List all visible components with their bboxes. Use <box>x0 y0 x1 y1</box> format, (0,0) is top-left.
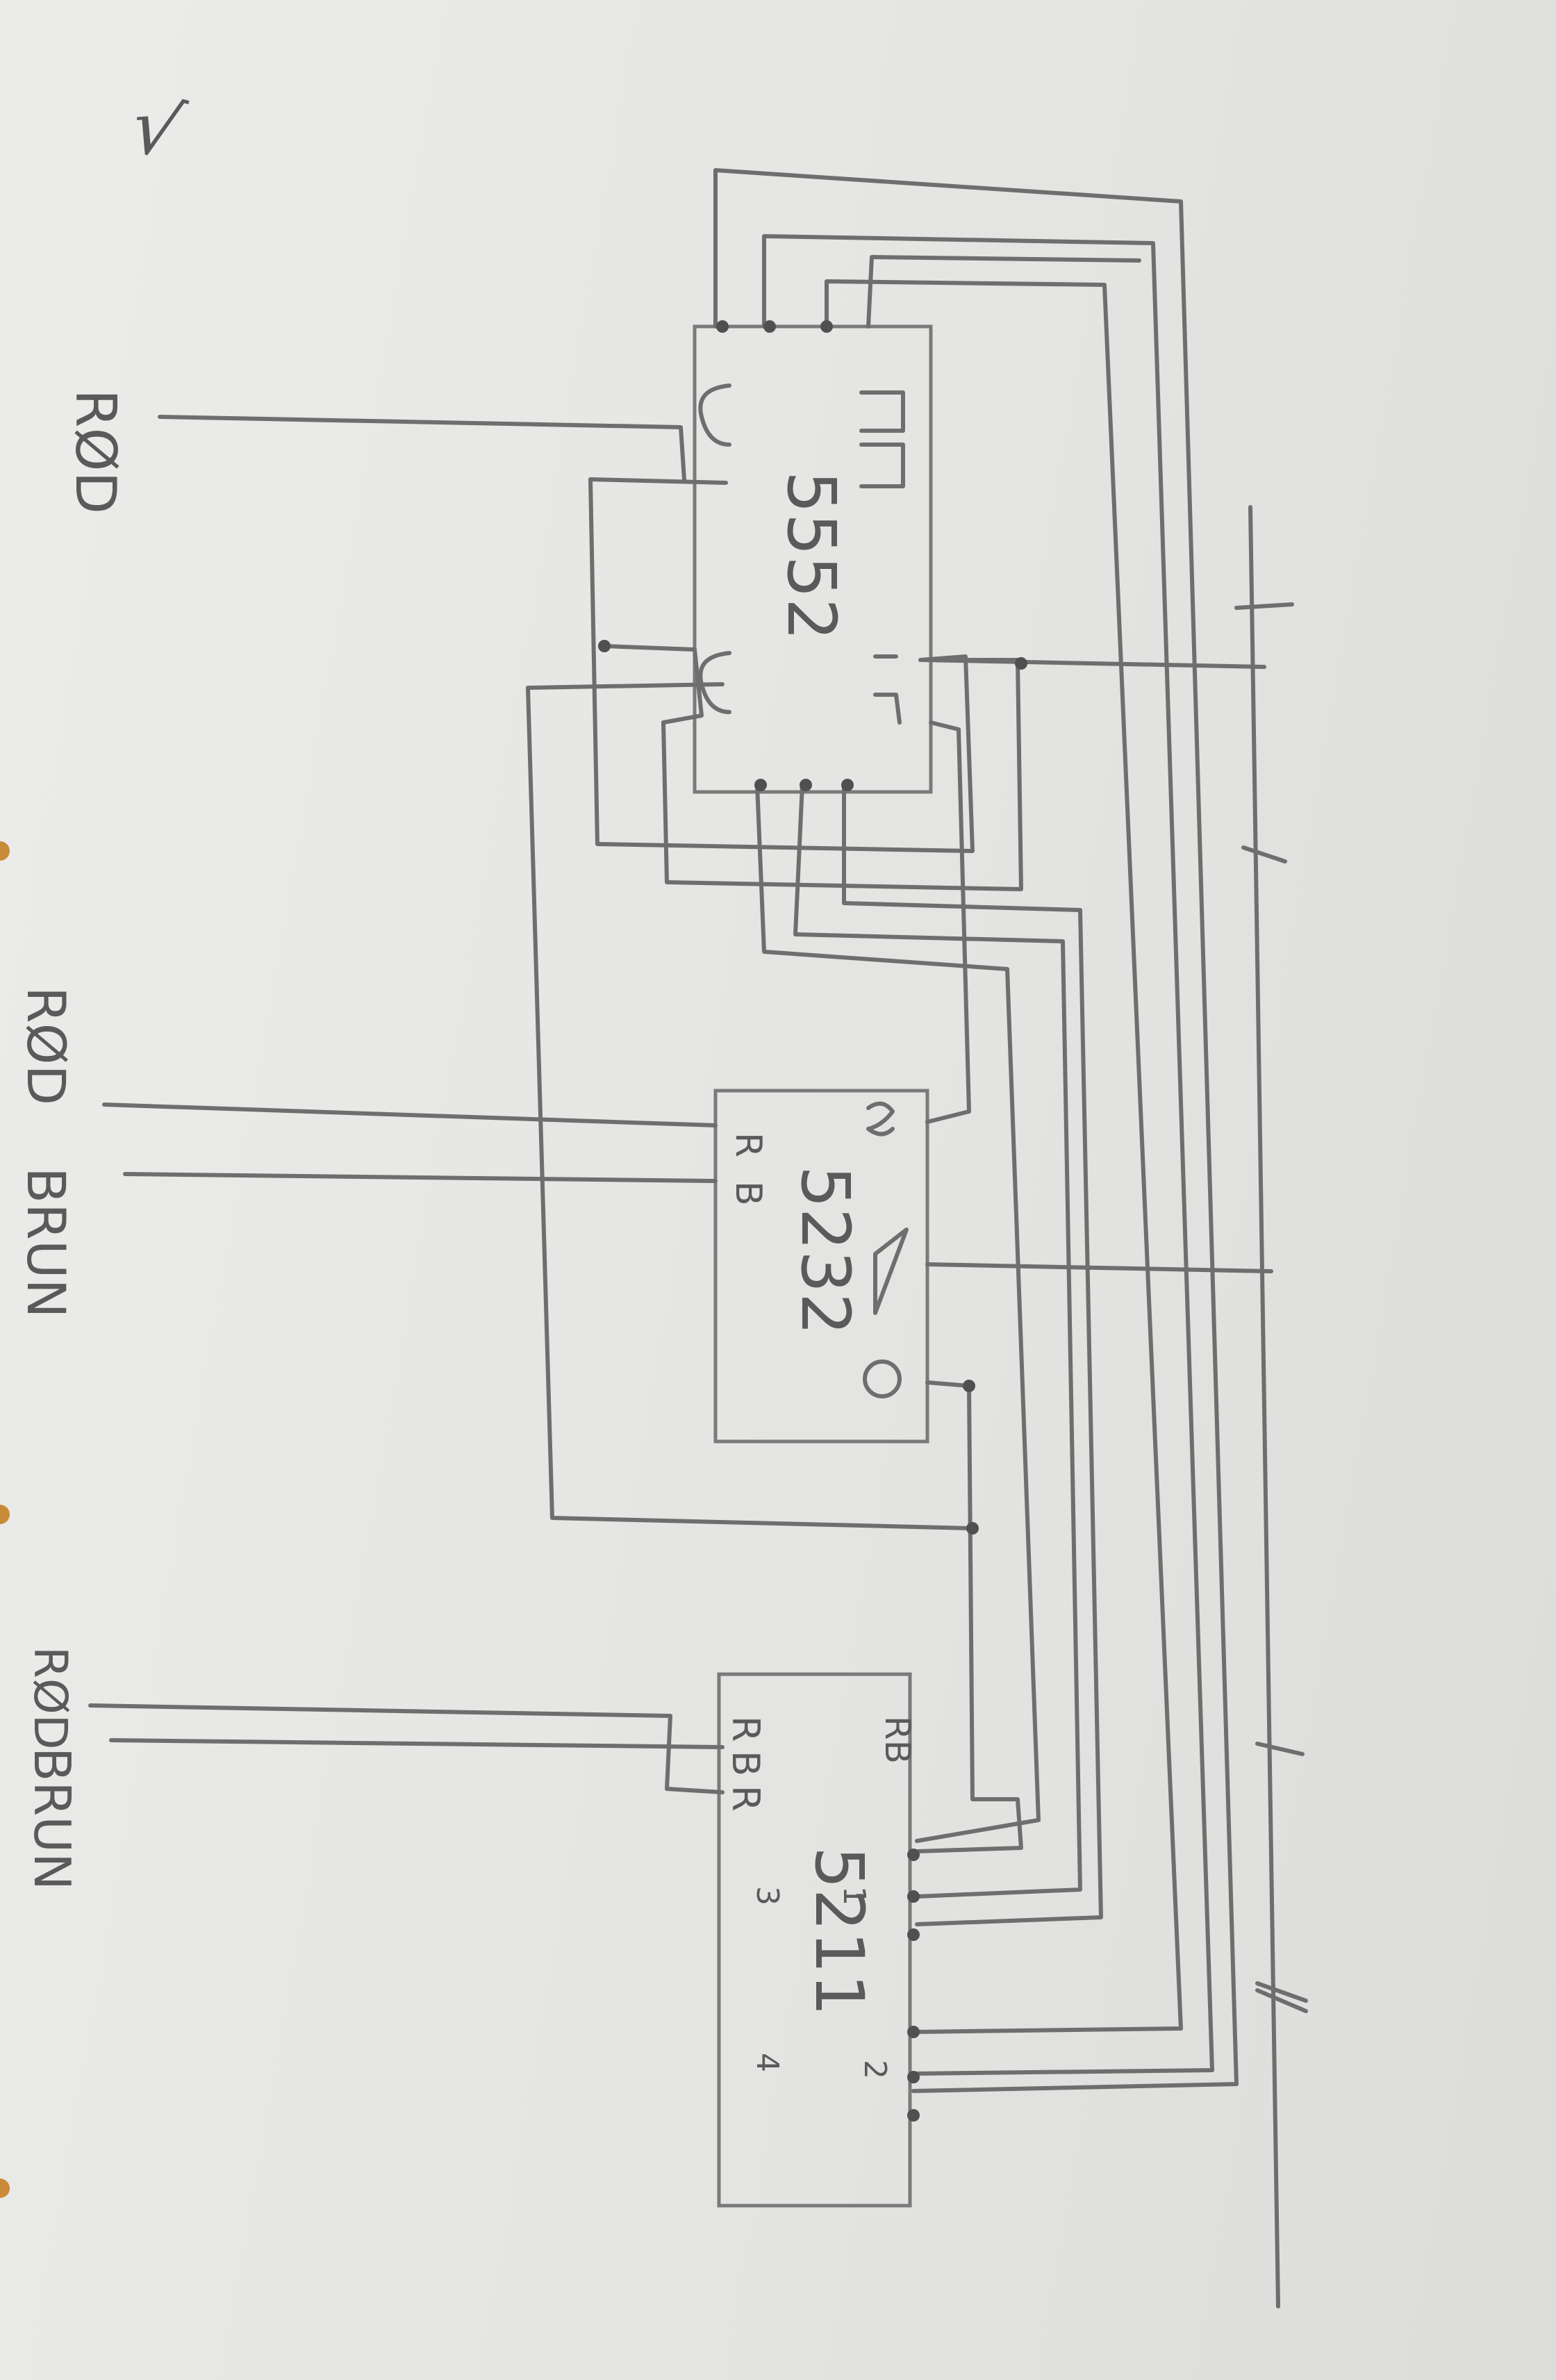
component-5211-box <box>717 1672 912 2208</box>
wire-rod-5232 <box>102 1102 718 1127</box>
junction-5211-1 <box>907 1849 920 1861</box>
component-5211-pin-r2: R <box>724 1785 768 1812</box>
wire-left-loop-5232 <box>526 682 975 1530</box>
wire-loop-3 <box>825 279 1183 2034</box>
component-5232-pin-r: R <box>727 1132 769 1157</box>
component-5232-pin-b: B <box>727 1181 769 1206</box>
junction-5211-3 <box>907 1928 920 1941</box>
component-5211-number-2: 2 <box>857 2060 893 2079</box>
wire-5552-left-loop <box>588 477 975 853</box>
label-rod-bottom: RØD <box>24 1646 77 1750</box>
wire-5552-bottom-c <box>842 783 1103 1926</box>
punch-hole-middle <box>0 1505 10 1524</box>
wire-5552-top-right <box>866 255 1141 329</box>
wire-rod-5211 <box>88 1703 725 1794</box>
wire-5552-right-down <box>925 720 971 1124</box>
tick-3 <box>1255 1742 1305 1756</box>
tick-4 <box>1255 1981 1308 2003</box>
junction-5211-2 <box>907 1890 920 1903</box>
label-brun-bottom: BRUN <box>23 1747 81 1890</box>
label-rod-mid: RØD <box>15 986 77 1105</box>
junction-5552-bottom-1 <box>754 779 767 791</box>
wire-5232-triangle-bus <box>925 1262 1273 1273</box>
wire-5552-bottom-a <box>755 783 1041 1843</box>
wire-rod-top <box>158 415 686 481</box>
junction-5552-top-3 <box>820 320 833 333</box>
component-5211-corner-label: RB <box>877 1716 918 1764</box>
junction-5211-6 <box>907 2109 920 2122</box>
terminal-symbol-5552-top-right <box>859 390 905 488</box>
tick-1 <box>1234 602 1294 610</box>
wire-loop-2 <box>762 234 1214 2076</box>
wire-5552-horizontal-right <box>922 658 1266 669</box>
tick-2 <box>1241 845 1287 863</box>
junction-5232-bottom <box>963 1380 975 1392</box>
junction-5552-top-1 <box>716 320 729 333</box>
junction-5552-bottom-3 <box>841 779 854 791</box>
punch-hole-bottom <box>0 2179 10 2198</box>
label-rod-top: RØD <box>63 389 128 514</box>
wire-loop-1 <box>713 168 1239 2093</box>
wire-brun-5232 <box>123 1172 718 1183</box>
wire-right-bus <box>1248 505 1280 2308</box>
component-5211-number-4: 4 <box>750 2053 785 2072</box>
wire-5552-bottom-left <box>602 644 1023 891</box>
junction-5552-left <box>598 640 611 652</box>
tick-5 <box>1255 1988 1308 2013</box>
component-5552-label: 5552 <box>772 471 850 641</box>
junction-5211-5 <box>907 2071 920 2083</box>
component-5211-number-1: 1 <box>836 1886 872 1906</box>
junction-5552-right <box>1015 657 1027 670</box>
component-5211-label: 5211 <box>800 1846 878 2016</box>
check-mark: √ <box>122 80 192 179</box>
component-5211-pin-b: B <box>724 1751 768 1776</box>
junction-5232-loop <box>966 1522 979 1535</box>
wire-5552-bottom-b <box>793 783 1082 1899</box>
switch-symbol-5232-top <box>866 1101 895 1137</box>
terminal-symbol-5552-top-left <box>698 383 731 447</box>
circle-symbol-5232 <box>863 1360 902 1398</box>
wire-5232-bottom <box>915 1380 1023 1853</box>
component-5211-number-3: 3 <box>750 1886 785 1906</box>
component-5211-pin-r1: R <box>724 1716 768 1742</box>
punch-hole-top <box>0 841 10 861</box>
wire-brun-5211 <box>109 1738 725 1749</box>
component-5232-label: 5232 <box>786 1166 864 1335</box>
label-brun-mid: BRUN <box>15 1167 77 1318</box>
component-5552-box <box>693 324 933 794</box>
triangle-symbol-5232 <box>873 1228 909 1315</box>
junction-5552-bottom-2 <box>800 779 812 791</box>
terminal-symbol-5552-bottom-right <box>873 654 902 725</box>
junction-5211-4 <box>907 2026 920 2038</box>
junction-5552-top-2 <box>763 320 776 333</box>
